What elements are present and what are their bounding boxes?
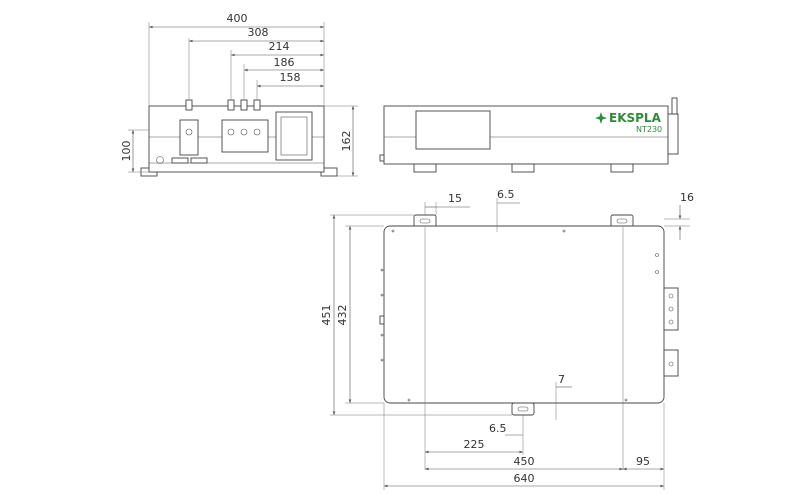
front-panel-right [275, 111, 313, 161]
front-connector-3 [240, 99, 248, 111]
front-connector-1 [185, 99, 193, 111]
dim-top-451: 451 [320, 305, 333, 326]
dim-front-308: 308 [248, 26, 269, 39]
side-connector [671, 97, 678, 115]
front-module-left [179, 119, 199, 156]
dim-top-15: 15 [448, 192, 462, 205]
tab-top-right [610, 214, 634, 228]
ekspla-logo: EKSPLA NT230 [595, 111, 662, 134]
dim-top-6.5: 6.5 [497, 188, 515, 201]
tab-bottom [511, 402, 535, 416]
dim-front-height-162: 162 [340, 131, 353, 152]
dim-top-95: 95 [636, 455, 650, 468]
front-connector-4 [253, 99, 261, 111]
top-view: 451 432 15 6.5 16 7 6.5 225 450 [320, 188, 694, 490]
side-foot-1 [413, 163, 437, 173]
top-bracket-2 [663, 349, 679, 377]
front-port-2 [190, 157, 208, 164]
side-view: EKSPLA NT230 [379, 97, 679, 173]
side-protrusion [667, 113, 679, 155]
dim-top-640: 640 [514, 472, 535, 485]
front-fan-icon [156, 156, 164, 164]
dim-front-158: 158 [280, 71, 301, 84]
side-foot-3 [610, 163, 634, 173]
front-port-1 [171, 157, 189, 164]
front-view: 400 308 214 186 158 100 162 [120, 12, 358, 177]
side-panel [415, 110, 491, 150]
dim-top-6.5-bottom: 6.5 [489, 422, 507, 435]
dim-front-186: 186 [274, 56, 295, 69]
dim-front-214: 214 [269, 40, 290, 53]
front-connector-2 [227, 99, 235, 111]
dim-top-450: 450 [514, 455, 535, 468]
dim-top-7: 7 [558, 373, 565, 386]
dim-front-height-100: 100 [120, 141, 133, 162]
front-module-middle [221, 119, 269, 153]
side-foot-2 [511, 163, 535, 173]
brand-model: NT230 [636, 125, 662, 134]
top-housing [383, 225, 665, 404]
dim-top-432: 432 [336, 305, 349, 326]
dim-top-225: 225 [464, 438, 485, 451]
ekspla-star-icon [595, 112, 607, 124]
tab-top-left [413, 214, 437, 228]
dim-top-16: 16 [680, 191, 694, 204]
brand-logo-text: EKSPLA [609, 111, 662, 125]
top-bracket-1 [663, 287, 679, 331]
dim-front-width: 400 [227, 12, 248, 25]
